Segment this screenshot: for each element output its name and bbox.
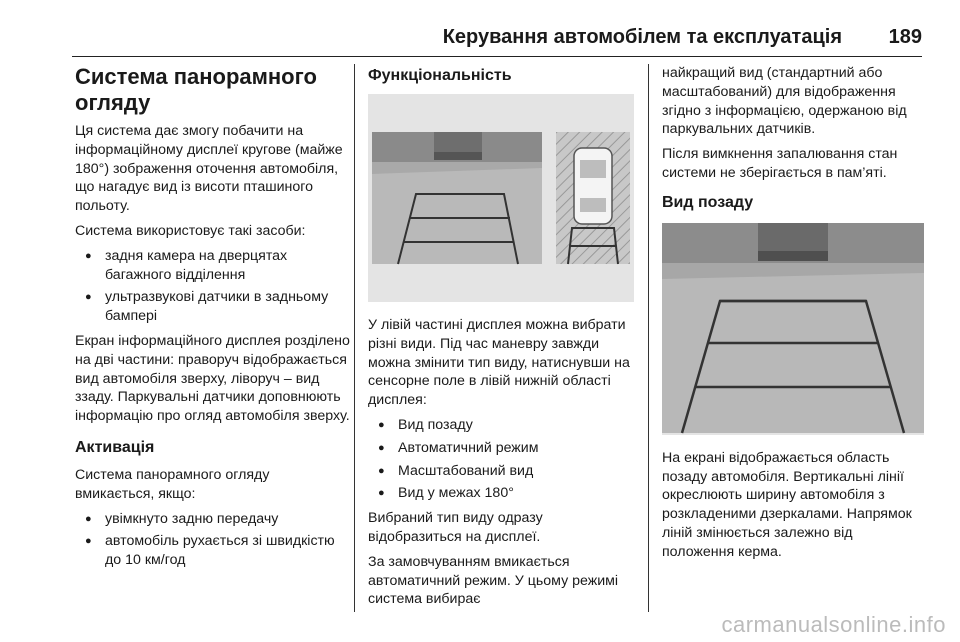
selected-view-paragraph: Вибраний тип виду одразу відобразиться н… [368, 510, 543, 545]
rear-view-paragraph: На екрані відображається область позаду … [662, 449, 912, 560]
column-divider [354, 64, 355, 612]
list-item: автомобіль рухається зі швидкістю до 10 … [75, 532, 350, 570]
rear-view-illustration [662, 222, 924, 435]
continuation-paragraph: найкращий вид (стандартний або масштабов… [662, 65, 907, 138]
list-item: Масштабований вид [368, 462, 634, 481]
column-1: Система панорамного огляду Ця система да… [75, 64, 350, 612]
list-item: Вид у межах 180° [368, 484, 634, 503]
ignition-paragraph: Після вимкнення запалювання стан системи… [662, 146, 898, 181]
page-header: Керування автомобілем та експлуатація 18… [72, 22, 922, 57]
functionality-heading: Функціональність [368, 67, 512, 84]
activation-heading: Активація [75, 438, 155, 456]
split-view-illustration [368, 94, 634, 302]
list-item: задня камера на дверцятах багажного відд… [75, 247, 350, 285]
activation-paragraph: Система панорамного огляду вмикається, я… [75, 466, 270, 502]
watermark-text: carmanualsonline.info [721, 612, 946, 637]
split-view-figure [368, 94, 634, 302]
page-number: 189 [888, 26, 922, 48]
header-title: Керування автомобілем та експлуатація [442, 26, 842, 48]
section-heading: Система панорамного огляду [75, 64, 317, 115]
uses-list: задня камера на дверцятах багажного відд… [75, 247, 350, 326]
views-intro-paragraph: У лівій частині дисплея можна вибрати рі… [368, 317, 630, 409]
default-mode-paragraph: За замовчуванням вмикається автоматичний… [368, 553, 619, 608]
list-item: Автоматичний режим [368, 439, 634, 458]
column-2: Функціональність [368, 64, 634, 612]
intro-paragraph: Ця система дає змогу побачити на інформа… [75, 123, 343, 215]
list-item: ультразвукові датчики в задньому бампері [75, 288, 350, 326]
column-divider [648, 64, 649, 612]
list-item: Вид позаду [368, 416, 634, 435]
rear-view-heading: Вид позаду [662, 193, 754, 211]
column-3: найкращий вид (стандартний або масштабов… [662, 64, 924, 612]
list-item: увімкнуто задню передачу [75, 510, 350, 529]
conditions-list: увімкнуто задню передачу автомобіль руха… [75, 510, 350, 570]
screen-paragraph: Екран інформаційного дисплея розділено н… [75, 332, 350, 425]
uses-paragraph: Система використовує такі засоби: [75, 222, 306, 239]
views-list: Вид позаду Автоматичний режим Масштабова… [368, 416, 634, 503]
rear-view-figure [662, 222, 924, 435]
